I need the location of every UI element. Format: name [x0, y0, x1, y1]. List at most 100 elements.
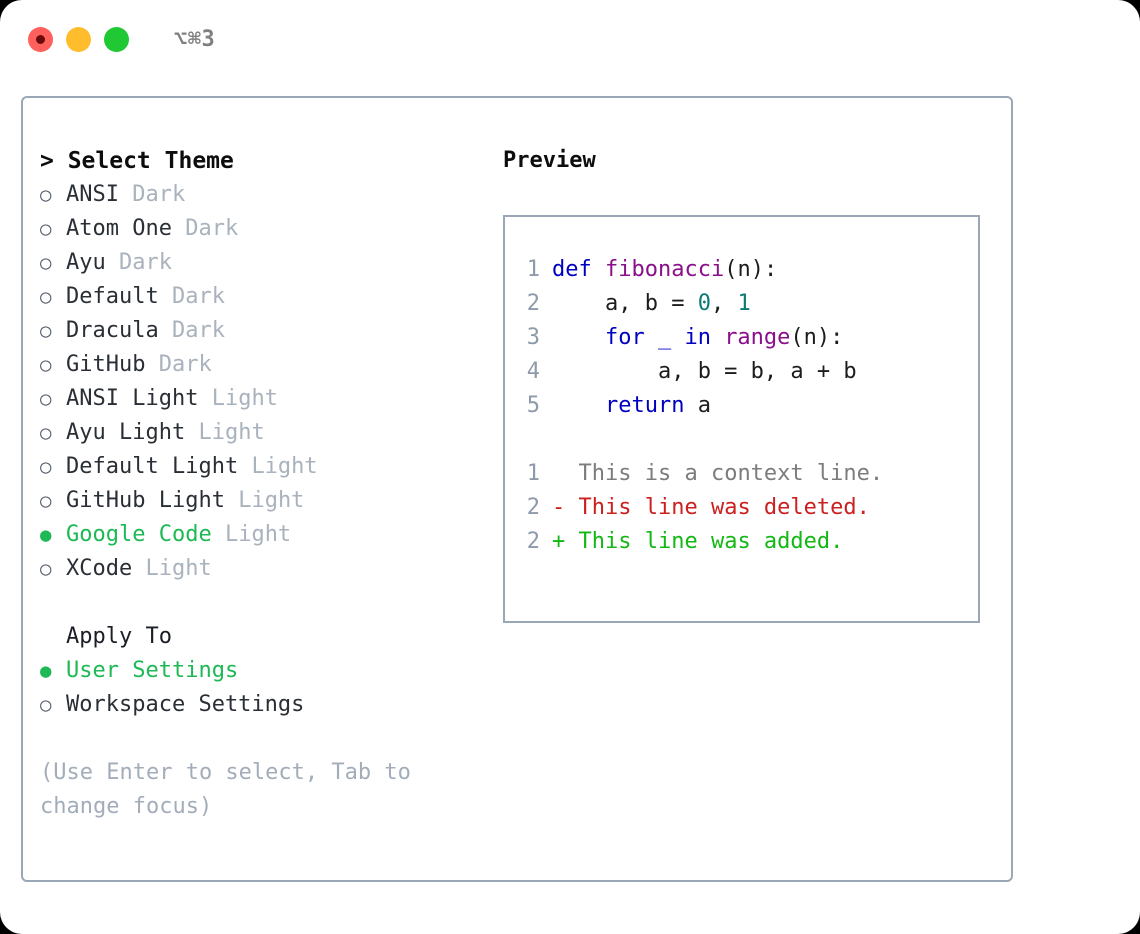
theme-option-selected[interactable]: ● Google Code Light [40, 518, 503, 552]
apply-to-option-list: ● User Settings ○ Workspace Settings [40, 654, 503, 722]
line-number: 4 [526, 359, 540, 384]
theme-variant-tag [159, 314, 172, 348]
keyboard-shortcut-label: ⌥⌘3 [174, 26, 216, 52]
line-number: 3 [526, 325, 540, 350]
preview-box: 1 def fibonacci(n): 2 a, b = 0, 1 3 for … [503, 215, 980, 623]
theme-name: GitHub Light [66, 488, 225, 513]
theme-option[interactable]: ○ ANSI Dark [40, 178, 503, 212]
diff-text [565, 525, 578, 559]
code-content: for _ in range(n): [552, 321, 843, 355]
radio-icon: ○ [40, 184, 52, 206]
diff-text [565, 457, 578, 491]
diff-sign [552, 457, 565, 491]
preview-header: Preview [503, 148, 596, 173]
theme-variant-tag [238, 450, 251, 484]
theme-variant-tag [225, 484, 238, 518]
radio-icon: ○ [40, 388, 52, 410]
theme-variant-tag [198, 382, 211, 416]
radio-icon: ○ [40, 218, 52, 240]
keyboard-hint-text: (Use Enter to select, Tab to change focu… [40, 760, 425, 819]
code-content: return a [552, 389, 711, 423]
spacer [40, 586, 503, 620]
theme-variant-tag [132, 552, 145, 586]
radio-icon-selected: ● [40, 524, 52, 546]
maximize-button[interactable] [104, 26, 129, 52]
apply-to-option-workspace-settings[interactable]: ○ Workspace Settings [40, 688, 503, 722]
token-keyword: return [552, 393, 698, 418]
token-identifier: a [697, 393, 711, 418]
theme-option[interactable]: ○ Ayu Light Light [40, 416, 503, 450]
theme-variant-tag [212, 518, 225, 552]
theme-variant-label: Light [251, 454, 318, 479]
code-sample: 1 def fibonacci(n): 2 a, b = 0, 1 3 for … [522, 253, 978, 423]
line-number: 2 [526, 291, 540, 316]
line-number: 2 [526, 495, 540, 520]
theme-name: XCode [66, 556, 133, 581]
theme-variant-tag [185, 416, 198, 450]
code-line: 2 a, b = 0, 1 [522, 287, 978, 321]
theme-option[interactable]: ○ GitHub Light Light [40, 484, 503, 518]
token-identifier: a, b = [552, 291, 698, 316]
code-content: a, b = b, a + b [552, 355, 857, 389]
code-line: 3 for _ in range(n): [522, 321, 978, 355]
token-function: range [724, 325, 791, 350]
radio-icon: ○ [40, 490, 52, 512]
diff-line-context: 1 This is a context line. [522, 457, 978, 491]
theme-selection-column: > Select Theme ○ ANSI Dark ○ Atom One Da… [23, 98, 503, 880]
theme-variant-tag [145, 348, 158, 382]
token-punct: (n): [790, 325, 844, 350]
code-content: a, b = 0, 1 [552, 287, 751, 321]
title-bar: ⌥⌘3 [0, 0, 1140, 78]
apply-to-option-user-settings[interactable]: ● User Settings [40, 654, 503, 688]
theme-name: Dracula [66, 318, 159, 343]
theme-option[interactable]: ○ Default Light Light [40, 450, 503, 484]
main-panel: > Select Theme ○ ANSI Dark ○ Atom One Da… [21, 96, 1013, 882]
theme-variant-label: Light [238, 488, 305, 513]
theme-option[interactable]: ○ Ayu Dark [40, 246, 503, 280]
close-button[interactable] [28, 26, 53, 52]
theme-option[interactable]: ○ Atom One Dark [40, 212, 503, 246]
line-number: 2 [526, 529, 540, 554]
theme-variant-tag [159, 280, 172, 314]
line-number: 1 [526, 257, 540, 282]
radio-icon-selected: ● [40, 660, 52, 682]
token-punct: , [710, 291, 738, 316]
diff-content: This line was added. [578, 529, 844, 554]
theme-option[interactable]: ○ XCode Light [40, 552, 503, 586]
token-number: 1 [737, 291, 751, 316]
theme-variant-label: Light [224, 522, 292, 547]
theme-option[interactable]: ○ GitHub Dark [40, 348, 503, 382]
diff-sign: + [552, 529, 566, 554]
code-line: 1 def fibonacci(n): [522, 253, 978, 287]
traffic-light-group [28, 26, 129, 52]
token-function: fibonacci [604, 257, 725, 282]
theme-variant-label: Light [198, 420, 265, 445]
theme-name: Atom One [66, 216, 172, 241]
theme-option[interactable]: ○ Default Dark [40, 280, 503, 314]
diff-line-added: 2 + This line was added. [522, 525, 978, 559]
minimize-button[interactable] [66, 26, 91, 52]
token-punct: (n): [724, 257, 778, 282]
radio-icon: ○ [40, 694, 52, 716]
code-content: def fibonacci(n): [552, 253, 777, 287]
theme-name: GitHub [66, 352, 146, 377]
diff-sign: - [552, 495, 566, 520]
radio-icon: ○ [40, 354, 52, 376]
theme-option[interactable]: ○ ANSI Light Light [40, 382, 503, 416]
theme-name: ANSI [66, 182, 119, 207]
theme-variant-label: Dark [171, 318, 225, 343]
theme-variant-tag [119, 178, 132, 212]
close-icon [36, 34, 45, 44]
theme-name: Default [66, 284, 159, 309]
theme-variant-label: Dark [185, 216, 239, 241]
theme-option[interactable]: ○ Dracula Dark [40, 314, 503, 348]
diff-content: This is a context line. [578, 461, 884, 486]
code-line: 4 a, b = b, a + b [522, 355, 978, 389]
theme-variant-tag [106, 246, 119, 280]
theme-variant-label: Light [211, 386, 278, 411]
spacer [522, 423, 978, 457]
radio-icon: ○ [40, 286, 52, 308]
theme-variant-label: Dark [158, 352, 212, 377]
token-identifier: a, b = b, a + b [552, 359, 857, 384]
line-number: 1 [526, 461, 540, 486]
